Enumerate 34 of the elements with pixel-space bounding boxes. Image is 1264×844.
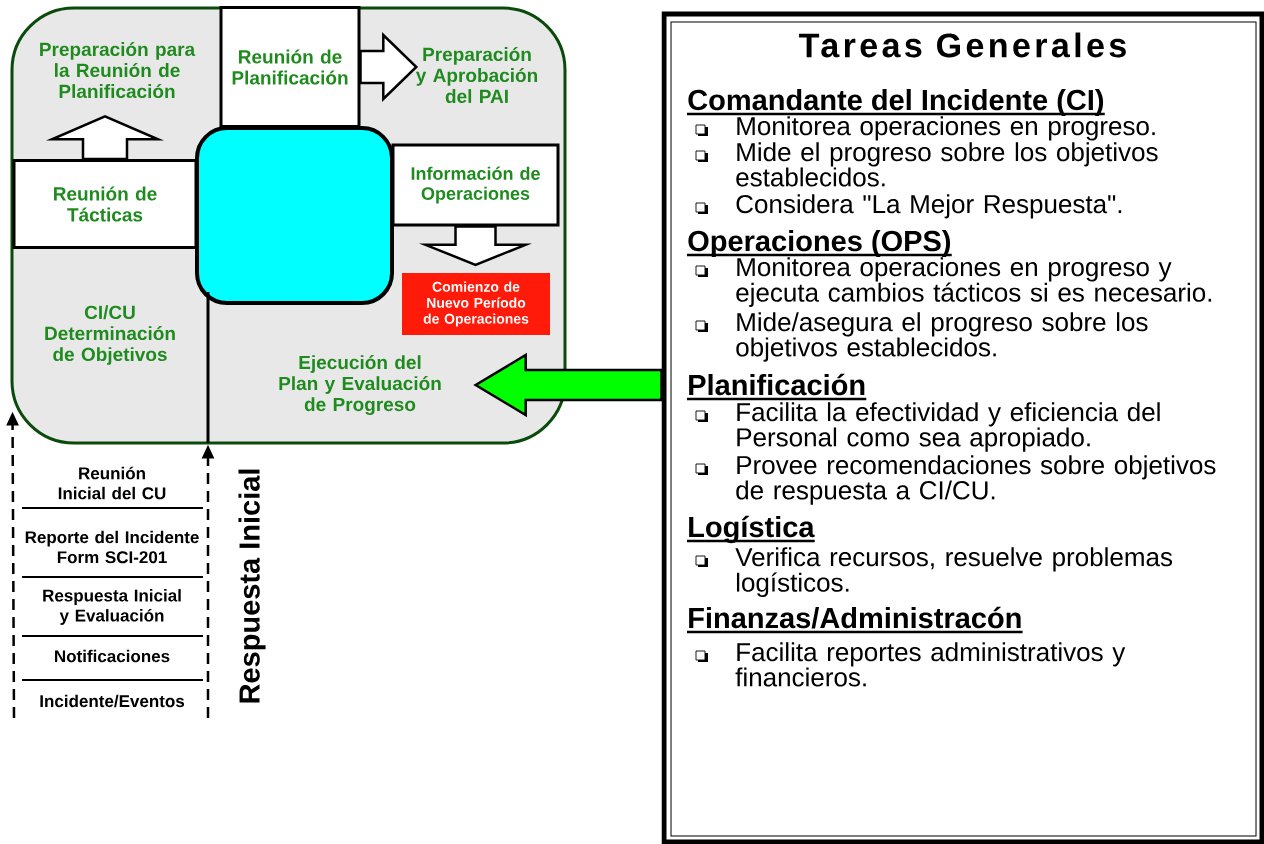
panel-title: Tareas Generales	[799, 32, 1126, 58]
block-arrow	[473, 352, 663, 418]
bullet-item: Facilita la efectividad y eficiencia del Personal como sea apropiado.	[737, 402, 1160, 452]
step-label: Ejecución del Plan y Evaluación de Progreso	[279, 355, 441, 415]
vertical-label: Respuesta Inicial	[238, 469, 266, 703]
bullet-item: Considera "La Mejor Respuesta".	[736, 194, 1122, 219]
stage-label: Reunión Inicial del CU	[58, 466, 166, 500]
bullet-item: Monitorea operaciones en progreso y ejecuta cambios tácticos si es necesario.	[736, 257, 1212, 307]
bullet-item: Monitorea operaciones en progreso.	[737, 116, 1155, 141]
step-label: Preparación y Aprobación del PAI	[415, 46, 538, 104]
step-box: Reunión de Tácticas	[12, 159, 198, 249]
section-heading: Logística	[687, 515, 815, 544]
step-label: Preparación para la Reunión de Planificación	[40, 41, 196, 99]
start-box: Comienzo de Nuevo Período de Operaciones	[402, 273, 550, 335]
section-heading: Comandante del Incidente (CI)	[687, 89, 1105, 117]
bullet-item: Verifica recursos, resuelve problemas logísticos.	[735, 547, 1173, 597]
section-heading: Finanzas/Administracón	[687, 606, 1023, 634]
block-arrow	[359, 32, 419, 102]
bullet-item: Mide el progreso sobre los objetivos establecidos.	[736, 142, 1158, 187]
block-arrow	[45, 114, 165, 161]
step-box: Reunión de Planificación	[219, 6, 361, 128]
stage-label: Incidente/Eventos	[40, 694, 185, 708]
section-heading: Planificación	[687, 373, 867, 401]
bullet-item: Provee recomendaciones sobre objetivos de respuesta a CI/CU.	[736, 455, 1216, 505]
stage-label: Respuesta Inicial y Evaluación	[43, 589, 181, 625]
bullet-item: Mide/asegura el progreso sobre los objetivos establecidos.	[736, 312, 1148, 362]
stage-label: Reporte del Incidente Form SCI-201	[25, 530, 199, 564]
stage-label: Notificaciones	[55, 649, 170, 663]
bullet-item: Facilita reportes administrativos y financieros.	[735, 642, 1126, 687]
step-box: Información de Operaciones	[391, 143, 560, 227]
center-box	[195, 126, 394, 305]
step-label: CI/CU Determinación de Objetivos	[45, 305, 175, 365]
block-arrow	[419, 225, 532, 267]
section-heading: Operaciones (OPS)	[687, 230, 952, 258]
